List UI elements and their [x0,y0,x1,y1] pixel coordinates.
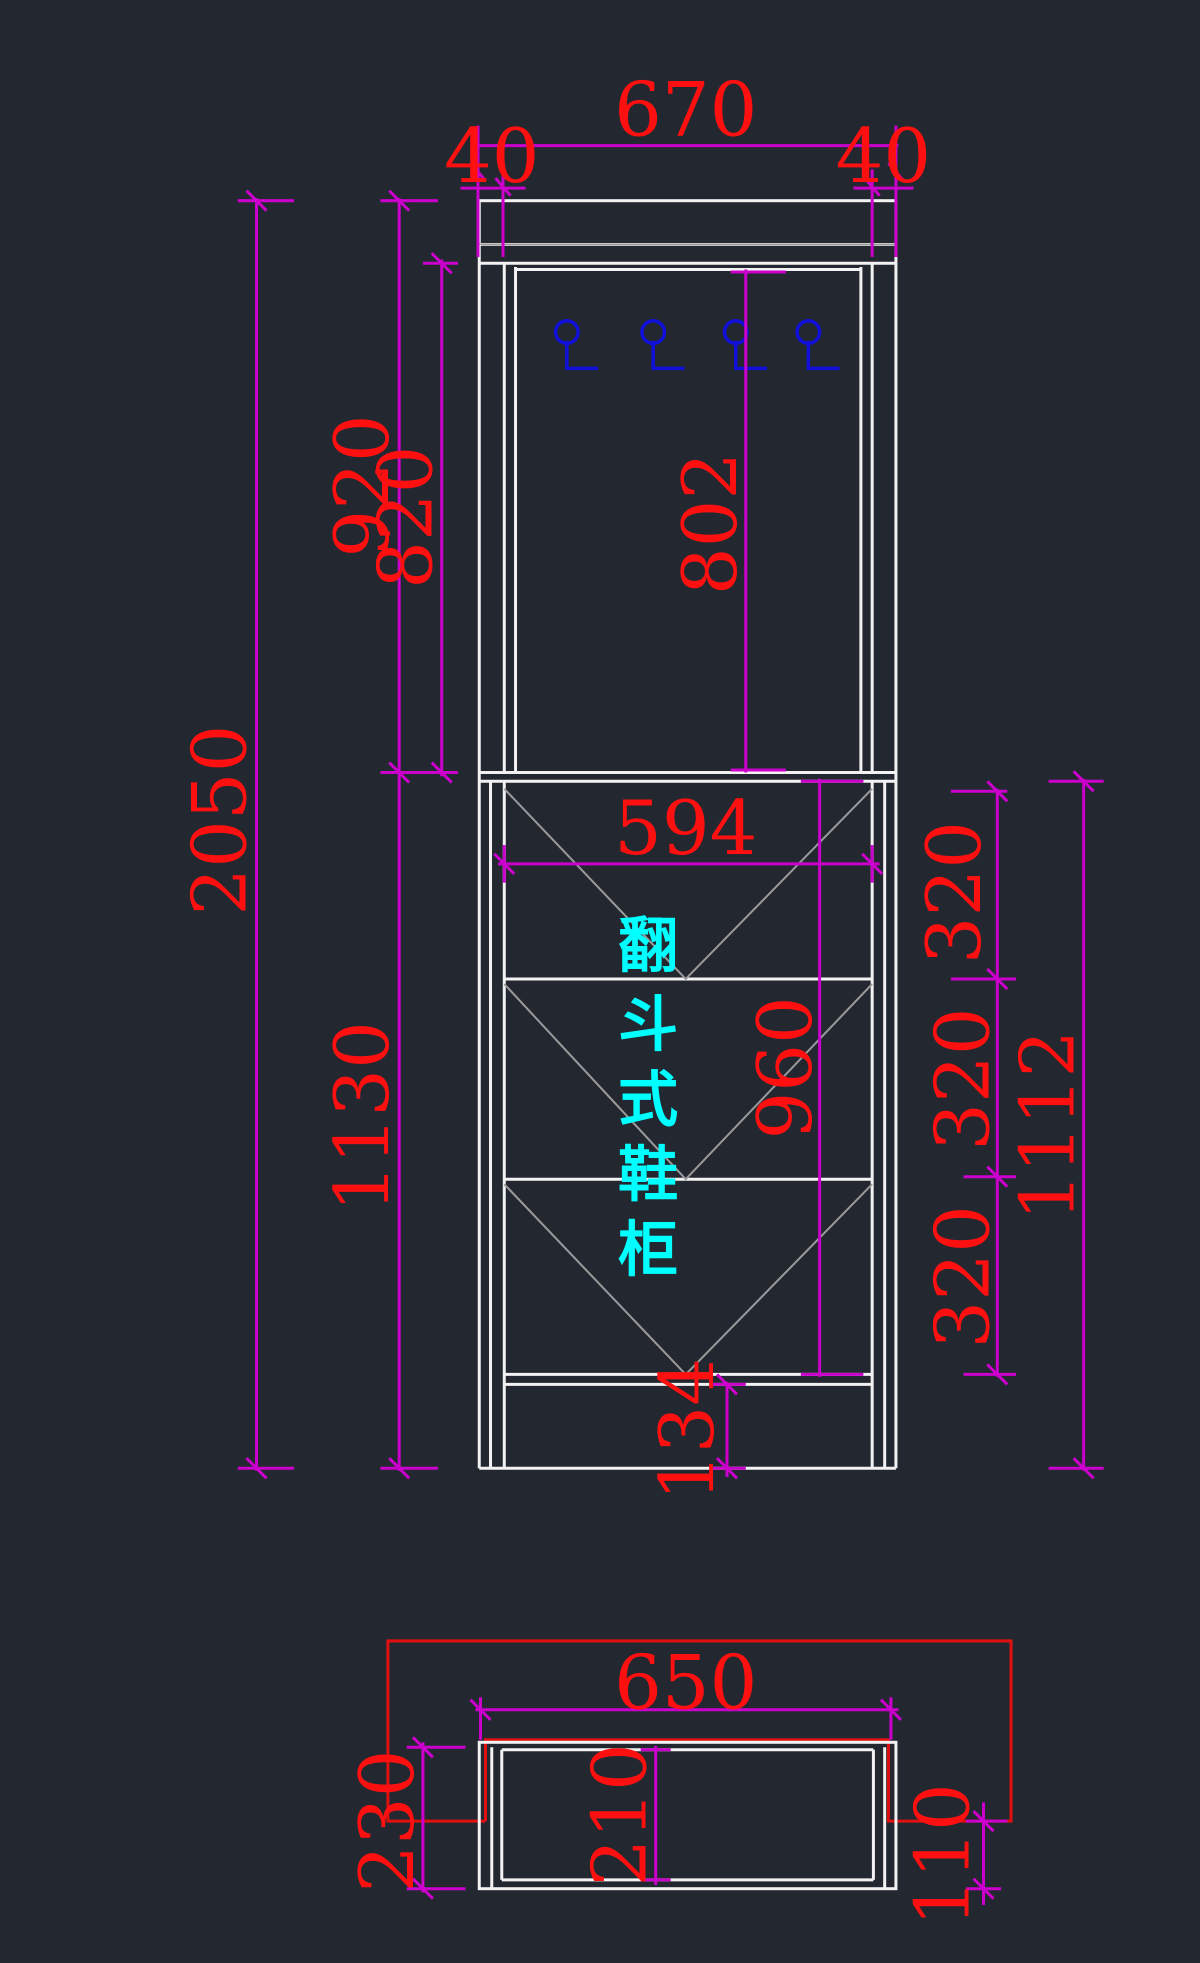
dim-320-top: 320 [910,821,998,964]
label-char: 斗 [618,990,678,1060]
dimension-lines [237,125,1104,1480]
dim-2050: 2050 [175,725,263,916]
dim-320-middle: 320 [919,1007,1007,1150]
plan-view [386,1639,1013,1905]
plan-outline [386,1639,1013,1823]
dim-230: 230 [343,1749,431,1892]
hook-icon [640,319,685,371]
dim-820: 820 [362,446,450,589]
coat-hooks [553,319,840,371]
dim-670: 670 [614,66,757,154]
label-char: 翻 [618,911,678,981]
dim-802: 802 [666,452,754,595]
cabinet-label: 翻 斗 式 鞋 柜 [618,911,678,1285]
dim-40-right: 40 [836,112,932,200]
dim-40-left: 40 [444,112,540,200]
label-char: 柜 [618,1216,678,1286]
dim-134: 134 [643,1358,731,1501]
dim-920: 920 [318,414,406,557]
dim-594: 594 [614,784,757,872]
dim-1112: 1112 [1004,1030,1092,1221]
shoe-cabinet [479,781,896,1470]
dim-210: 210 [576,1743,664,1886]
dim-110: 110 [899,1783,987,1926]
dim-650: 650 [614,1639,757,1727]
hook-icon [553,319,599,371]
dim-1130: 1130 [318,1021,406,1212]
top-cap [477,199,898,246]
dim-960: 960 [741,996,829,1139]
label-char: 式 [618,1065,678,1135]
upper-cabinet [477,244,898,1469]
dimension-text: 670 40 40 2050 920 820 802 1130 594 960 … [175,66,1091,1927]
label-char: 鞋 [618,1140,678,1210]
hook-icon [795,319,840,371]
front-elevation [477,199,898,1470]
dim-320-bottom: 320 [919,1205,1007,1348]
